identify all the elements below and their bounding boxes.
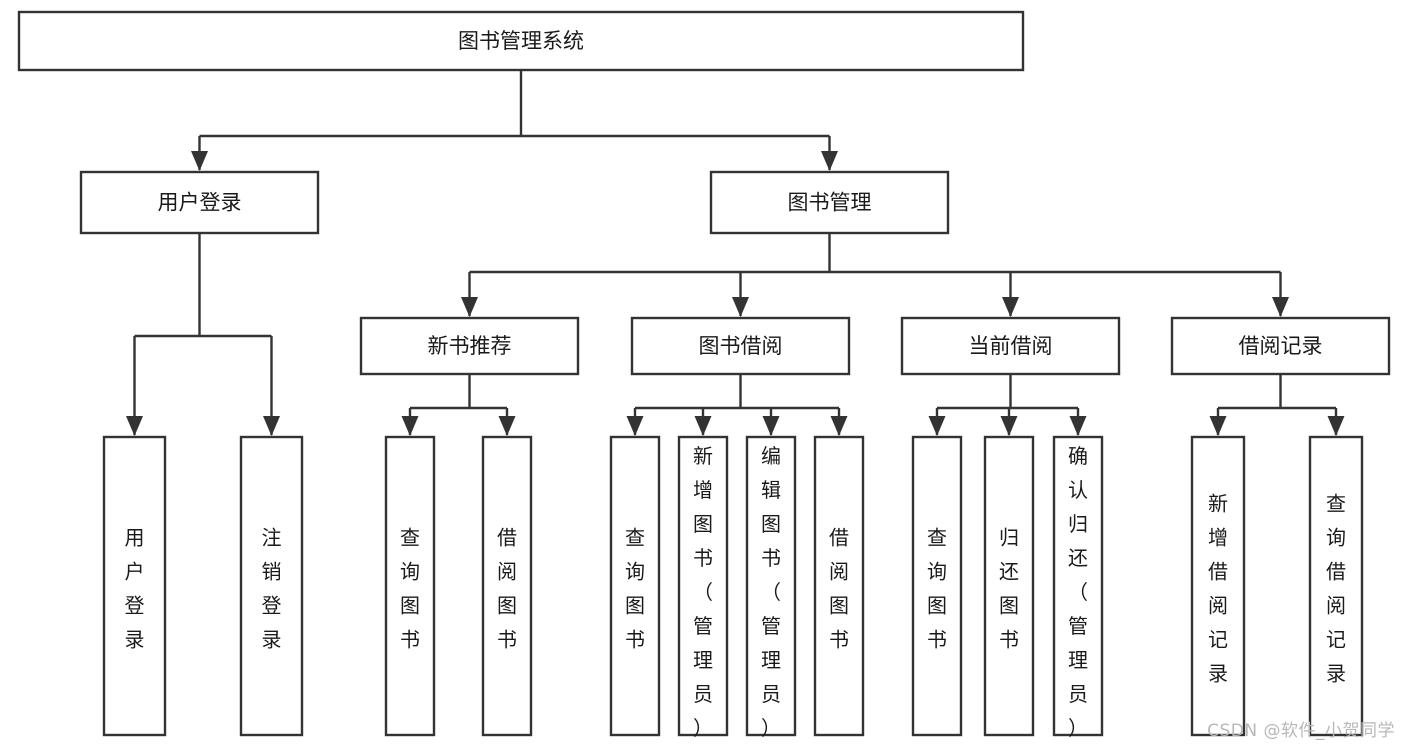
node-box-user-login-do: [102, 435, 167, 737]
node-box-nb-borrow-book: [481, 435, 533, 737]
node-label-br-query-record: 查询借阅记录: [1326, 492, 1346, 686]
node-label-bb-query-book: 查询图书: [625, 526, 645, 652]
node-box-br-add-record: [1190, 435, 1246, 737]
arrow-head-icon-book-borrow: [732, 297, 749, 317]
node-box-root: [17, 10, 1025, 72]
arrow-head-icon-bb-add-book: [694, 416, 712, 436]
node-user-logout[interactable]: 注销登录: [239, 435, 304, 737]
arrow-head-icon-borrow-records: [1272, 297, 1289, 317]
node-br-query-record[interactable]: 查询借阅记录: [1308, 435, 1364, 737]
node-bb-borrow-book[interactable]: 借阅图书: [813, 435, 865, 737]
node-box-book-management: [709, 170, 950, 235]
node-cb-return-book[interactable]: 归还图书: [983, 435, 1035, 737]
watermark-label: CSDN @软件_小贺同学: [1207, 721, 1395, 741]
node-book-management[interactable]: 图书管理: [709, 170, 950, 235]
node-label-user-login-do: 用户登录: [125, 526, 145, 652]
node-label-user-logout: 注销登录: [262, 526, 282, 652]
node-box-borrow-records: [1170, 316, 1391, 376]
node-bb-edit-book[interactable]: 编辑图书（管理员）: [745, 435, 797, 740]
node-user-login[interactable]: 用户登录: [79, 170, 320, 235]
node-bb-query-book[interactable]: 查询图书: [609, 435, 661, 737]
arrow-head-icon-cb-return-book: [1000, 416, 1018, 436]
arrow-head-icon-bb-edit-book: [762, 416, 780, 436]
node-label-cb-query-book: 查询图书: [927, 526, 947, 652]
arrow-head-icon-cb-confirm-return: [1069, 416, 1087, 436]
node-label-cb-confirm-return: 确认归还（管理员）: [1068, 444, 1088, 740]
node-borrow-records[interactable]: 借阅记录: [1170, 316, 1391, 376]
node-box-bb-query-book: [609, 435, 661, 737]
arrow-head-icon-bb-borrow-book: [830, 416, 848, 436]
node-label-bb-add-book: 新增图书（管理员）: [693, 444, 713, 740]
node-label-user-login: 用户登录: [158, 191, 242, 215]
node-label-root: 图书管理系统: [458, 29, 584, 53]
node-cb-query-book[interactable]: 查询图书: [911, 435, 963, 737]
node-box-new-book-recommend: [359, 316, 580, 376]
arrow-head-icon-user-logout: [263, 416, 280, 436]
node-label-bb-borrow-book: 借阅图书: [829, 526, 849, 652]
node-box-cb-query-book: [911, 435, 963, 737]
node-box-current-borrow: [900, 316, 1121, 376]
node-label-current-borrow: 当前借阅: [969, 334, 1053, 358]
node-nb-query-book[interactable]: 查询图书: [384, 435, 436, 737]
node-box-bb-add-book: [677, 435, 729, 737]
node-new-book-recommend[interactable]: 新书推荐: [359, 316, 580, 376]
node-label-borrow-records: 借阅记录: [1239, 334, 1323, 358]
node-label-br-add-record: 新增借阅记录: [1208, 492, 1228, 686]
node-current-borrow[interactable]: 当前借阅: [900, 316, 1121, 376]
node-label-new-book-recommend: 新书推荐: [428, 334, 512, 358]
node-cb-confirm-return[interactable]: 确认归还（管理员）: [1052, 435, 1104, 740]
node-user-login-do[interactable]: 用户登录: [102, 435, 167, 737]
node-nb-borrow-book[interactable]: 借阅图书: [481, 435, 533, 737]
node-box-cb-confirm-return: [1052, 435, 1104, 737]
arrow-head-icon-cb-query-book: [928, 416, 946, 436]
arrow-head-icon-nb-query-book: [401, 416, 419, 436]
node-label-bb-edit-book: 编辑图书（管理员）: [761, 444, 781, 740]
node-box-bb-edit-book: [745, 435, 797, 737]
node-label-nb-borrow-book: 借阅图书: [497, 526, 517, 652]
node-br-add-record[interactable]: 新增借阅记录: [1190, 435, 1246, 737]
node-box-user-logout: [239, 435, 304, 737]
node-book-borrow[interactable]: 图书借阅: [630, 316, 851, 376]
node-label-cb-return-book: 归还图书: [999, 526, 1019, 652]
node-label-book-management: 图书管理: [788, 191, 872, 215]
node-box-nb-query-book: [384, 435, 436, 737]
node-root[interactable]: 图书管理系统: [17, 10, 1025, 72]
node-label-nb-query-book: 查询图书: [400, 526, 420, 652]
arrow-head-icon-user-login-do: [126, 416, 143, 436]
node-label-book-borrow: 图书借阅: [699, 334, 783, 358]
arrow-head-icon-bb-query-book: [626, 416, 644, 436]
node-box-cb-return-book: [983, 435, 1035, 737]
node-box-bb-borrow-book: [813, 435, 865, 737]
node-box-br-query-record: [1308, 435, 1364, 737]
node-bb-add-book[interactable]: 新增图书（管理员）: [677, 435, 729, 740]
arrow-head-icon-new-book-recommend: [461, 297, 478, 317]
arrow-head-icon-root-to-book-management: [821, 151, 838, 171]
arrow-head-icon-nb-borrow-book: [498, 416, 516, 436]
arrow-head-icon-br-add-record: [1209, 416, 1227, 436]
arrow-head-icon-current-borrow: [1002, 297, 1019, 317]
arrow-head-icon-root-to-user-login: [191, 151, 208, 171]
arrow-head-icon-br-query-record: [1327, 416, 1345, 436]
